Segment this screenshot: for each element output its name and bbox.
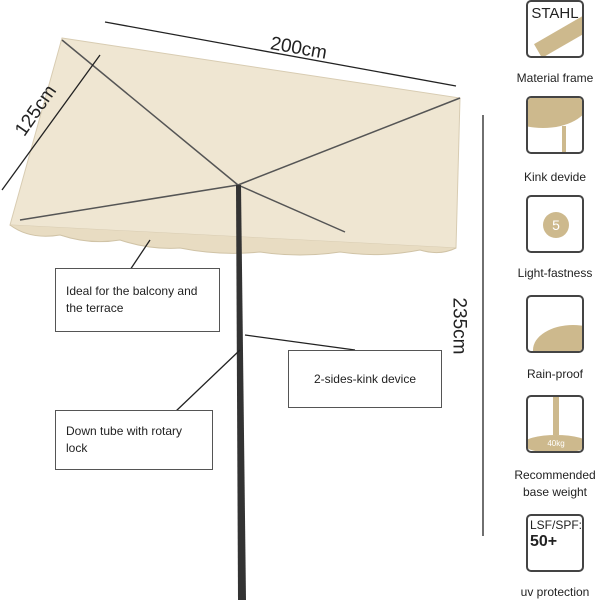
rain-icon — [526, 295, 584, 353]
feature-label: Rain-proof — [526, 367, 584, 381]
uv-icon: LSF/SPF: 50+ — [526, 514, 584, 572]
callout-tube: Down tube with rotary lock — [55, 410, 213, 470]
feature-label: uv protection — [520, 585, 590, 599]
steel-frame-icon: STAHL — [526, 0, 584, 58]
canopy — [9, 37, 461, 256]
kink-icon — [526, 96, 584, 154]
pole — [236, 185, 246, 600]
feature-label: Light-fastness — [517, 266, 593, 280]
feature-label: Material frame — [516, 71, 594, 85]
dimension-lines — [1, 21, 484, 536]
feature-label: Kink devide — [523, 170, 587, 184]
sun-icon: 5 — [526, 195, 584, 253]
base-weight-icon: 40kg — [526, 395, 584, 453]
callout-balcony: Ideal for the balcony and the terrace — [55, 268, 220, 332]
height-dimension: 235cm — [448, 297, 470, 355]
callout-kink: 2-sides-kink device — [288, 350, 442, 408]
feature-label: Recommended base weight — [514, 468, 596, 499]
